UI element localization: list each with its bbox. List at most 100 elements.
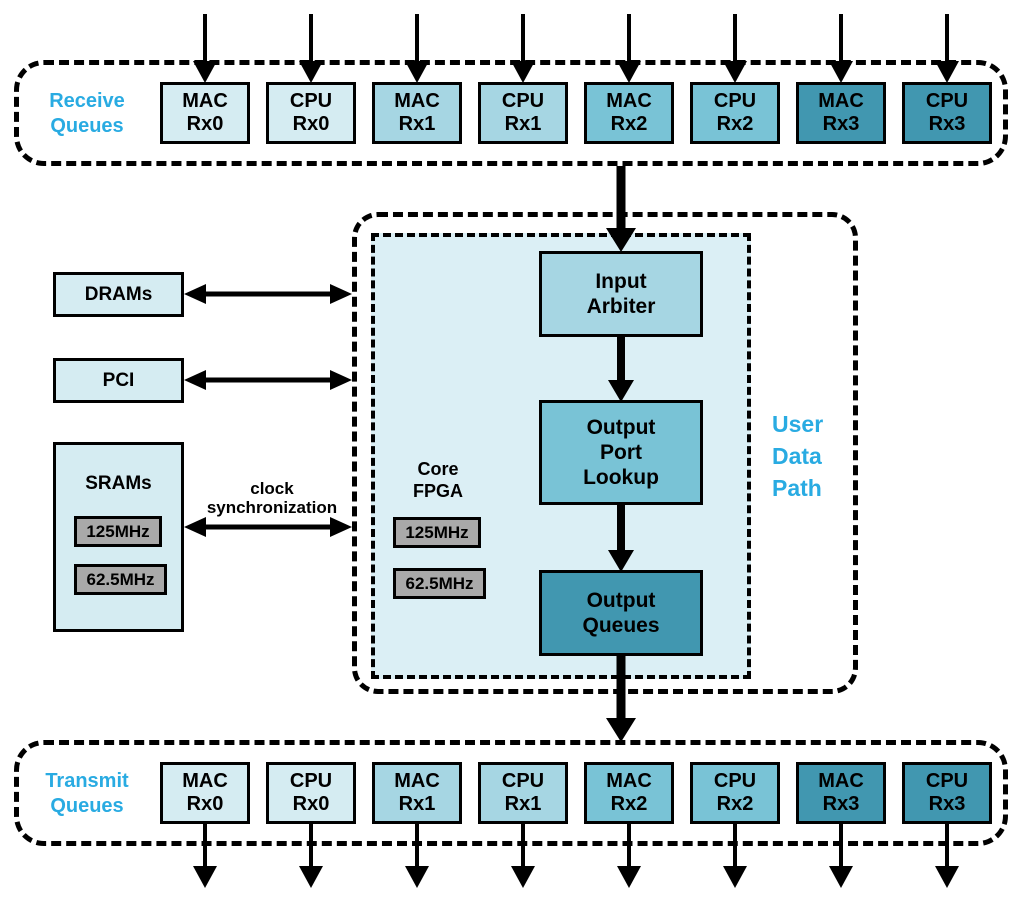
transmit-outbound-arrow — [935, 823, 959, 888]
arrow-stem — [415, 823, 419, 870]
arrow-head-icon — [723, 61, 747, 83]
arrow-stem — [839, 14, 843, 65]
receive-inbound-arrow — [935, 14, 959, 83]
label-line: Arbiter — [586, 295, 656, 318]
fpga-clock-125mhz: 125MHz — [393, 517, 481, 548]
arrow-stem — [521, 14, 525, 65]
receive-inbound-arrow — [511, 14, 535, 83]
trunk-arrow-bottom — [606, 654, 636, 742]
label-line: Rx1 — [504, 793, 542, 815]
label-line: Rx3 — [822, 793, 860, 815]
drams-block: DRAMs — [53, 272, 184, 317]
arrow-stem — [309, 14, 313, 65]
label-line: Transmit — [45, 770, 129, 792]
label-line: Queues — [582, 614, 660, 637]
label-line: MAC — [394, 90, 440, 112]
label-line: CPU — [501, 90, 545, 112]
label-line: FPGA — [412, 481, 463, 501]
label-line: CPU — [925, 770, 969, 792]
label-line: Lookup — [583, 466, 659, 489]
transmit-queues-container — [14, 740, 1008, 846]
arrow-stem — [945, 823, 949, 870]
input-arbiter-block: Input Arbiter — [539, 251, 703, 337]
arrow-head-icon — [617, 866, 641, 888]
clock-sync-label: clock synchronization — [188, 479, 356, 517]
label-line: Rx0 — [186, 113, 224, 135]
output-port-lookup-block: Output Port Lookup — [539, 400, 703, 505]
arrow-head-icon — [405, 866, 429, 888]
label-line: Rx0 — [292, 793, 330, 815]
arrow-stem — [201, 377, 335, 383]
fpga-clock-62-5mhz: 62.5MHz — [393, 568, 486, 599]
label-line: Rx2 — [716, 793, 754, 815]
arrow-head-icon — [193, 866, 217, 888]
arrow-head-icon — [299, 61, 323, 83]
receive-inbound-arrow — [193, 14, 217, 83]
label-line: CPU — [713, 90, 757, 112]
label-line: MAC — [818, 770, 864, 792]
arrow-head-icon — [184, 284, 206, 304]
label-line: CPU — [289, 770, 333, 792]
receive-inbound-arrow — [829, 14, 853, 83]
label-line: Rx3 — [822, 113, 860, 135]
transmit-queues-label: Transmit Queues — [16, 769, 158, 819]
receive-inbound-arrow — [723, 14, 747, 83]
label-line: Rx2 — [716, 113, 754, 135]
arrow-head-icon — [184, 370, 206, 390]
pipeline-arrow-1 — [608, 336, 634, 402]
arrow-stem — [616, 654, 626, 720]
label-line: Path — [772, 475, 822, 501]
arrow-stem — [617, 336, 625, 382]
label-line: MAC — [394, 770, 440, 792]
label-line: Rx0 — [292, 113, 330, 135]
trunk-arrow-top — [606, 166, 636, 252]
arrow-head-icon — [299, 866, 323, 888]
transmit-outbound-arrow — [299, 823, 323, 888]
label-line: Queues — [50, 115, 124, 137]
sram-clock-62-5mhz: 62.5MHz — [74, 564, 167, 595]
arrow-head-icon — [829, 866, 853, 888]
label-line: CPU — [289, 90, 333, 112]
label-line: MAC — [182, 770, 228, 792]
arrow-head-icon — [405, 61, 429, 83]
label-line: Rx0 — [186, 793, 224, 815]
arrow-head-icon — [606, 718, 636, 742]
label-line: MAC — [818, 90, 864, 112]
arrow-stem — [203, 14, 207, 65]
pipeline-arrow-2 — [608, 503, 634, 572]
arrow-stem — [627, 14, 631, 65]
label-line: Output — [586, 416, 656, 439]
user-data-path-container — [352, 212, 858, 694]
receive-inbound-arrow — [299, 14, 323, 83]
arrow-stem — [733, 823, 737, 870]
label-line: DRAMs — [84, 283, 153, 305]
label-line: 62.5MHz — [405, 573, 474, 593]
arrow-stem — [616, 166, 626, 230]
label-line: CPU — [713, 770, 757, 792]
arrow-head-icon — [330, 370, 352, 390]
output-queues-block: Output Queues — [539, 570, 703, 656]
arrow-stem — [201, 524, 335, 530]
arrow-head-icon — [608, 380, 634, 402]
label-line: MAC — [606, 770, 652, 792]
label-line: Output — [586, 589, 656, 612]
label-line: Rx1 — [398, 793, 436, 815]
arrow-head-icon — [330, 284, 352, 304]
arrow-head-icon — [935, 866, 959, 888]
label-line: Rx3 — [928, 793, 966, 815]
user-data-path-label: User Data Path — [772, 408, 823, 504]
arrow-head-icon — [829, 61, 853, 83]
arrow-head-icon — [184, 517, 206, 537]
transmit-outbound-arrow — [829, 823, 853, 888]
core-fpga-label: Core FPGA — [392, 458, 484, 502]
arrow-stem — [617, 503, 625, 552]
arrow-stem — [627, 823, 631, 870]
label-line: 125MHz — [86, 521, 150, 541]
